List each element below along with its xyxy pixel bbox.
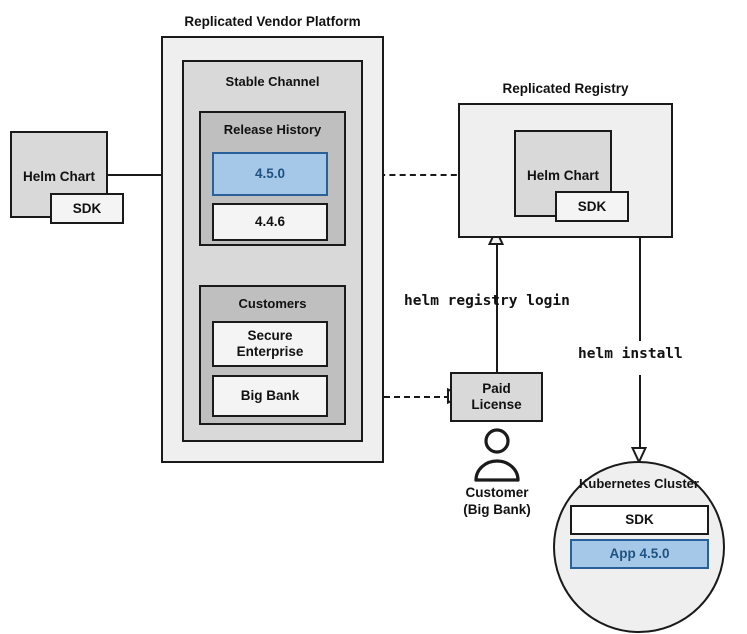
customer-name-label: Secure Enterprise [236,328,304,359]
release-version-label: 4.4.6 [254,214,286,230]
cluster-item-sdk[interactable]: SDK [570,505,709,535]
release-item-4-5-0[interactable]: 4.5.0 [212,152,328,196]
registry-helm-chart-label: Helm Chart [526,168,599,183]
release-item-4-4-6[interactable]: 4.4.6 [212,203,328,241]
stable-channel-title: Stable Channel [225,74,320,89]
customers-title: Customers [238,296,307,311]
cluster-item-label: App 4.5.0 [609,546,670,562]
command-helm-registry-login: helm registry login [404,293,570,309]
cluster-item-app[interactable]: App 4.5.0 [570,539,709,569]
connector-license-to-registry [496,240,498,372]
release-history-title: Release History [223,122,322,137]
customer-item-secure-enterprise[interactable]: Secure Enterprise [212,321,328,367]
person-icon [474,428,520,482]
release-version-label: 4.5.0 [254,166,286,182]
paid-license-label: Paid License [471,381,522,412]
registry-sdk-label: SDK [577,198,607,214]
customer-item-big-bank[interactable]: Big Bank [212,375,328,417]
command-helm-install: helm install [578,346,683,362]
connector-registry-to-cluster-upper [639,238,641,341]
source-sdk-box: SDK [50,193,124,224]
connector-bigbank-to-license [334,396,450,398]
cluster-title: Kubernetes Cluster [579,476,699,491]
registry-title: Replicated Registry [502,81,629,96]
customer-name-label: Big Bank [240,388,300,404]
connector-registry-to-cluster-lower [639,375,641,451]
registry-sdk-box: SDK [555,191,629,222]
cluster-item-label: SDK [625,512,654,528]
source-sdk-label: SDK [72,200,102,216]
source-helm-chart-label: Helm Chart [22,169,95,184]
connector-release-to-registry [328,174,508,176]
connector-chart-to-release [108,174,211,176]
paid-license-box: Paid License [450,372,543,422]
customer-actor-line1: Customer [465,485,529,500]
customer-actor-line2: (Big Bank) [463,502,531,517]
platform-title: Replicated Vendor Platform [184,14,361,29]
